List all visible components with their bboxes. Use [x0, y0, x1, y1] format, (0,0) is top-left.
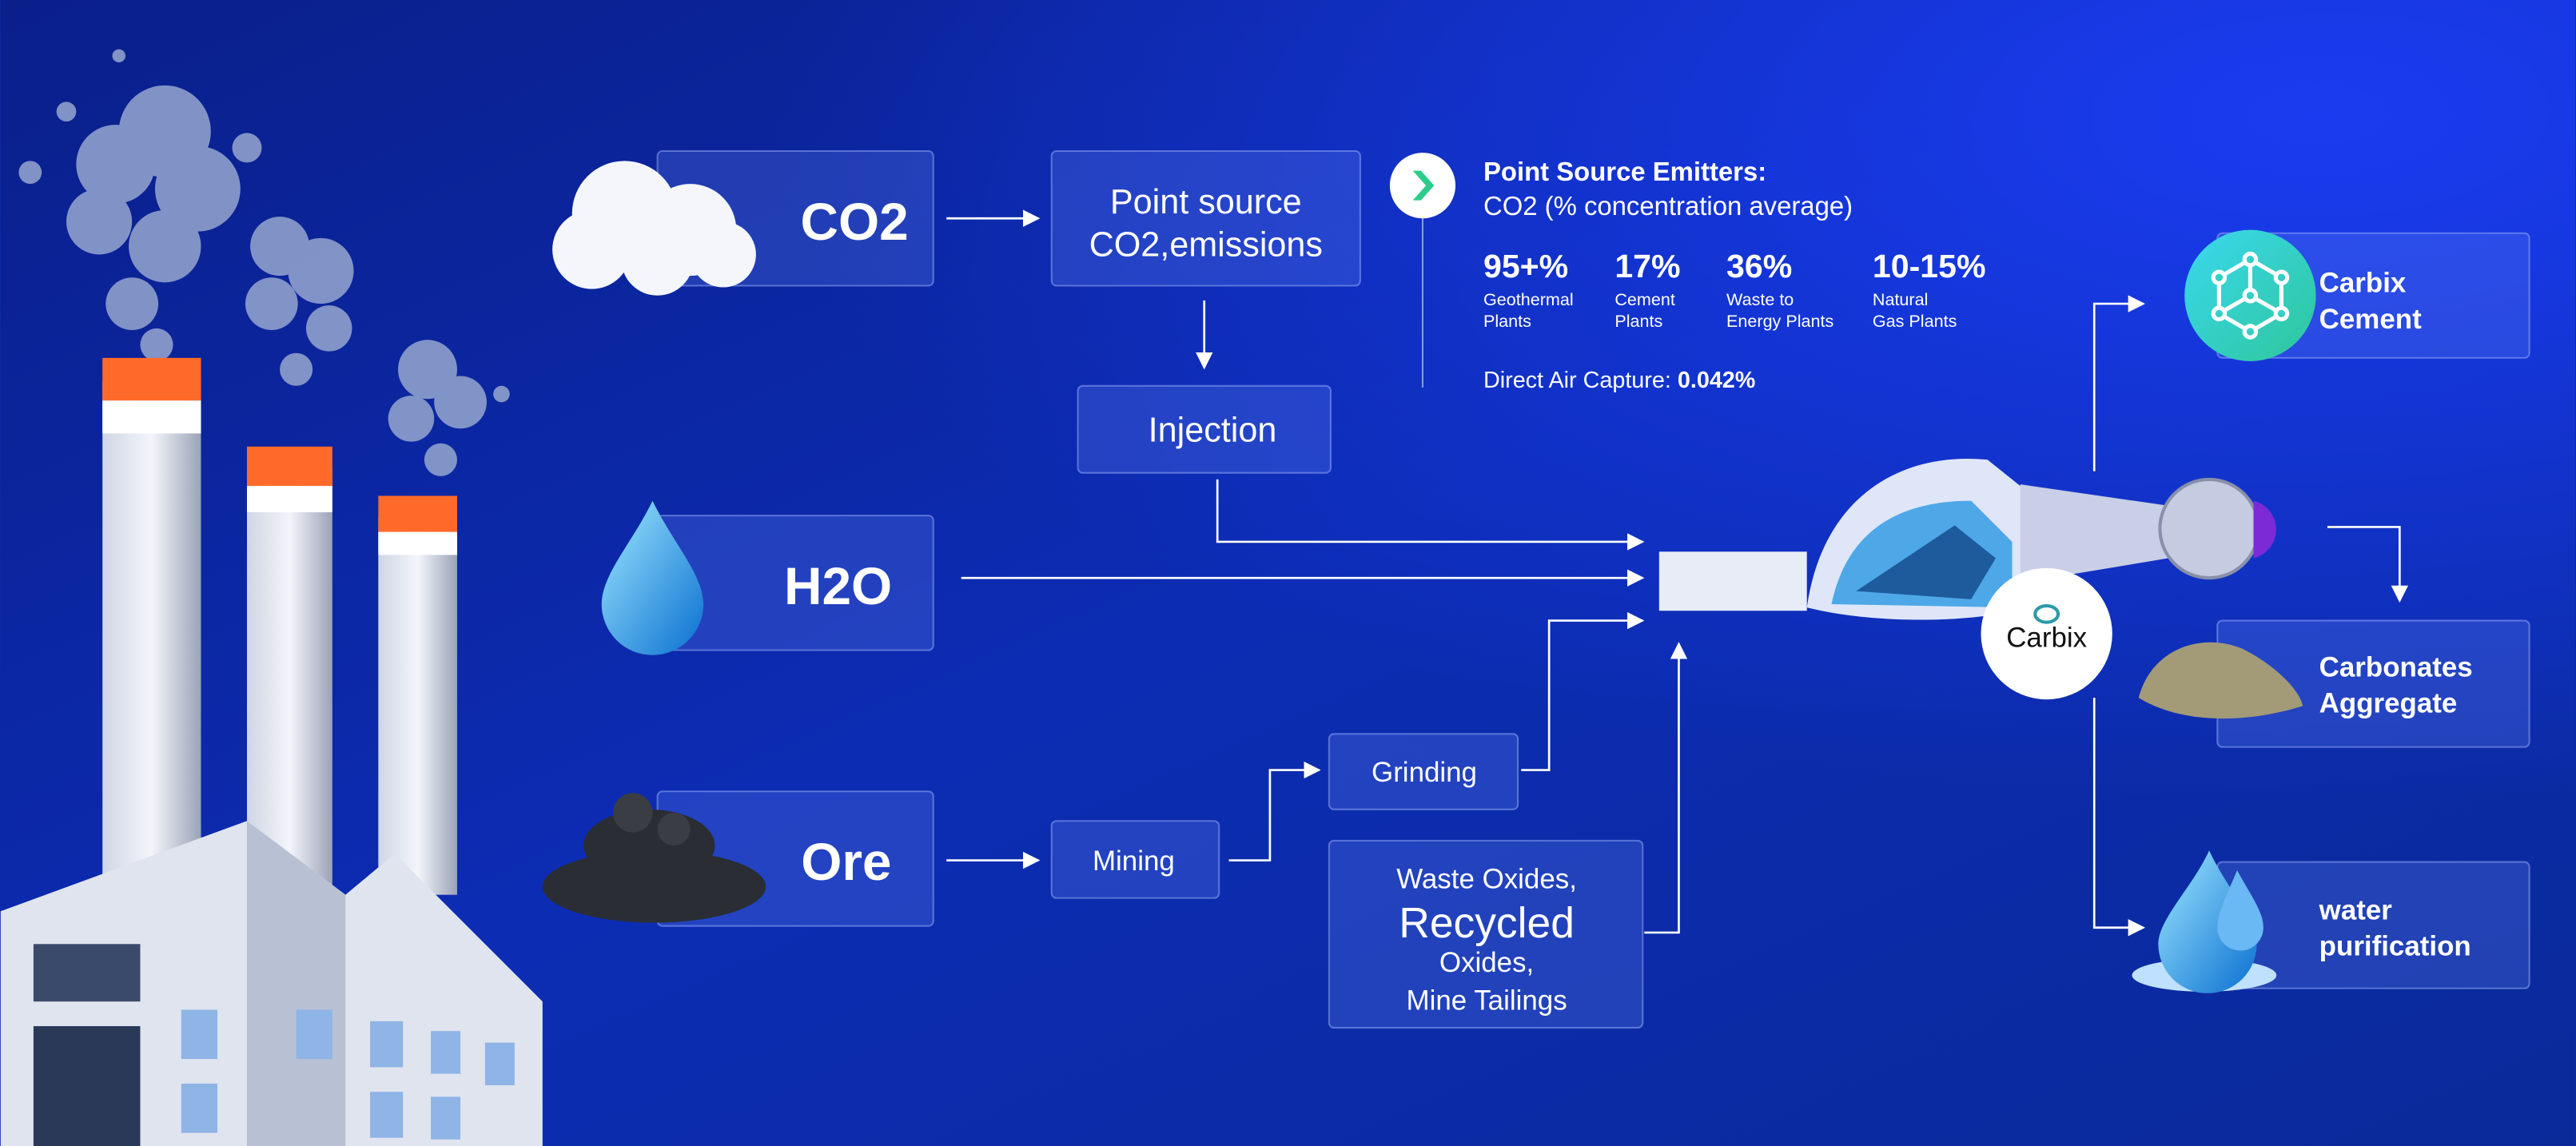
stat-label: Energy Plants — [1726, 311, 1833, 331]
mining-box: Mining — [1050, 820, 1220, 899]
cement-line2: Cement — [2319, 304, 2422, 335]
waste-line2: Recycled — [1399, 900, 1575, 947]
point-source-line2: CO2,emissions — [1089, 225, 1323, 264]
stat-label: Plants — [1483, 311, 1531, 331]
h2o-label: H2O — [784, 556, 892, 615]
input-co2: CO2 — [552, 149, 934, 296]
mining-label: Mining — [1093, 846, 1175, 877]
aggregate-pile-icon — [2138, 642, 2303, 719]
input-ore: Ore — [542, 790, 934, 927]
stat-label: Plants — [1614, 311, 1662, 331]
waste-line4: Mine Tailings — [1407, 985, 1567, 1016]
molecule-icon — [2211, 251, 2290, 340]
water-drop-icon — [601, 500, 704, 655]
stat-label: Natural — [1873, 289, 1929, 309]
coal-pile-icon — [542, 793, 766, 923]
stat-label: Gas Plants — [1873, 311, 1957, 331]
output-carbix-cement: Carbix Cement — [2184, 229, 2530, 361]
ore-label: Ore — [801, 832, 891, 891]
flow-arrows — [946, 209, 2409, 937]
stat-cement: 17% Cement Plants — [1614, 248, 1680, 331]
stat-value: 10-15% — [1873, 248, 1986, 285]
water-line2: purification — [2319, 931, 2471, 962]
waste-line1: Waste Oxides, — [1396, 863, 1577, 894]
water-drops-icon — [2158, 850, 2257, 993]
output-water-purification: water purification — [2132, 850, 2530, 993]
water-line1: water — [2319, 894, 2393, 925]
output-carbonates-aggregate: Carbonates Aggregate — [2138, 619, 2530, 748]
stat-value: 17% — [1614, 248, 1680, 285]
carbonates-line1: Carbonates — [2319, 651, 2473, 682]
waste-oxides-box: Waste Oxides, Recycled Oxides, Mine Tail… — [1328, 839, 1644, 1029]
carbonates-line2: Aggregate — [2319, 688, 2458, 719]
grinding-box: Grinding — [1328, 733, 1519, 810]
info-subtitle: CO2 (% concentration average) — [1483, 191, 1853, 221]
stat-geothermal: 95+% Geothermal Plants — [1483, 248, 1574, 331]
co2-label: CO2 — [801, 192, 909, 251]
stat-label: Geothermal — [1483, 289, 1574, 309]
chevron-right-icon — [1412, 170, 1435, 201]
stat-value: 95+% — [1483, 248, 1568, 285]
carbix-logo-text: Carbix — [2006, 622, 2087, 653]
waste-line3: Oxides, — [1439, 947, 1534, 978]
injection-box: Injection — [1077, 384, 1332, 474]
carbix-reactor-illustration: Carbix — [1658, 458, 2276, 700]
smoke-icon — [18, 49, 510, 476]
stat-label: Waste to — [1726, 289, 1794, 309]
point-source-box: Point source CO2,emissions — [1050, 149, 1361, 287]
injection-label: Injection — [1149, 412, 1277, 450]
stat-natural-gas: 10-15% Natural Gas Plants — [1873, 248, 1986, 331]
stat-label: Cement — [1614, 289, 1675, 309]
stat-value: 36% — [1726, 248, 1792, 285]
carbix-logo-icon — [2033, 604, 2060, 624]
cement-line1: Carbix — [2319, 268, 2407, 299]
input-h2o: H2O — [601, 500, 934, 655]
point-source-line1: Point source — [1110, 183, 1302, 221]
info-title: Point Source Emitters: — [1483, 157, 1766, 186]
grinding-label: Grinding — [1372, 757, 1477, 788]
cloud-icon — [552, 161, 756, 296]
factory-illustration — [0, 49, 543, 1146]
dac-line: Direct Air Capture: 0.042% — [1483, 368, 1755, 393]
emitters-info-panel: Point Source Emitters: CO2 (% concentrat… — [1389, 153, 1986, 393]
stat-waste-to-energy: 36% Waste to Energy Plants — [1726, 248, 1833, 331]
